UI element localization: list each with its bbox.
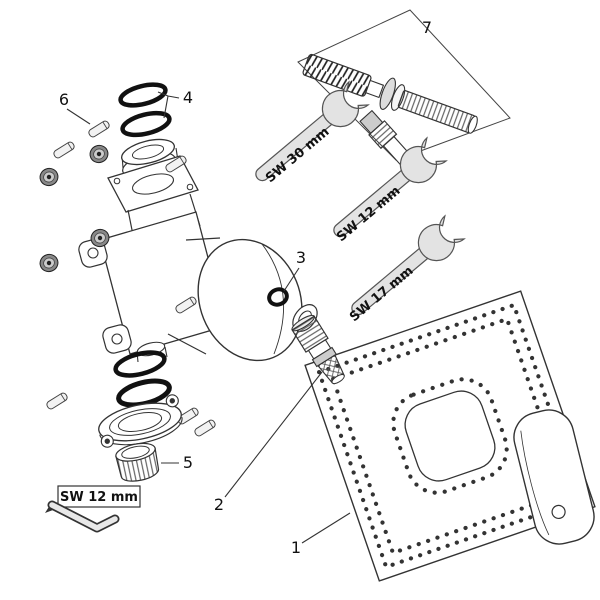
wrench-jaw — [399, 136, 448, 184]
leader-6 — [66, 108, 91, 125]
mat-dot-ring — [391, 377, 509, 495]
callout-7: 7 — [422, 18, 432, 37]
wrench-sw17 — [351, 214, 466, 316]
fixing-pins — [46, 120, 216, 437]
mat-dot-row-inner — [330, 316, 570, 556]
pin — [88, 120, 110, 138]
o-ring-top-2 — [120, 110, 172, 138]
mounting-ring — [98, 394, 183, 448]
allen-key-size-label: SW 12 mm — [60, 490, 138, 505]
o-ring-small — [267, 287, 289, 307]
wrench-jaw — [321, 80, 370, 128]
pin — [46, 392, 68, 410]
callout-5: 5 — [183, 453, 193, 472]
size-box — [57, 485, 141, 508]
cartridge — [291, 314, 345, 385]
leader-1 — [301, 512, 351, 544]
o-ring-top-1 — [118, 82, 168, 108]
wrench-label-sw12: SW 12 mm — [334, 184, 403, 246]
allen-key — [47, 500, 120, 533]
callout-4: 4 — [183, 88, 193, 107]
mat-center-hole — [404, 390, 496, 482]
callout-3: 3 — [296, 248, 306, 267]
callout-2: 2 — [214, 495, 224, 514]
plate-hole — [551, 504, 566, 520]
threaded-plug — [115, 442, 160, 482]
o-ring-bottom-1 — [113, 350, 167, 378]
pin — [165, 155, 187, 173]
spindle-thread — [397, 90, 476, 134]
pin — [53, 141, 75, 159]
pin — [194, 419, 216, 437]
leader-4 — [157, 91, 180, 119]
seal-mat — [304, 290, 596, 582]
callout-6: 6 — [59, 90, 69, 109]
leader-lines — [66, 91, 351, 544]
fixing-nuts — [39, 144, 110, 273]
pin — [175, 296, 197, 314]
wrench-sw30 — [255, 80, 370, 182]
extension-spindle — [302, 53, 478, 134]
part-box — [297, 9, 511, 161]
leader-3 — [283, 267, 300, 292]
callout-1: 1 — [291, 538, 301, 557]
extension-set — [297, 9, 511, 161]
mat-dot-row-outer — [316, 302, 584, 570]
cover-plate — [513, 409, 595, 545]
wrench-label-sw17: SW 17 mm — [347, 264, 416, 326]
wrench-sw12 — [333, 136, 448, 238]
body-cap — [197, 238, 303, 362]
leader-2 — [224, 371, 323, 498]
wrench-jaw — [417, 214, 466, 262]
wrench-label-sw30: SW 30 mm — [263, 125, 332, 187]
